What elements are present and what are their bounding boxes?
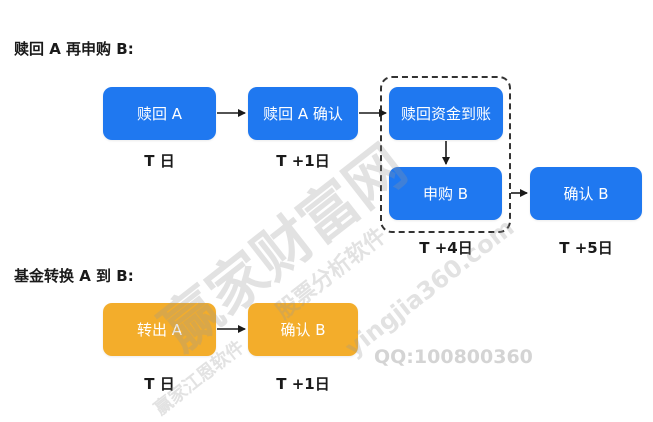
node-redeem-a: 赎回 A bbox=[103, 87, 216, 140]
label-t-plus-1: T +1日 bbox=[276, 152, 330, 170]
label-t-section2: T 日 bbox=[144, 375, 175, 393]
node-confirm-b: 确认 B bbox=[530, 167, 642, 220]
watermark-qq: QQ:100800360 bbox=[374, 346, 533, 368]
section1-heading: 赎回 A 再申购 B: bbox=[14, 40, 134, 58]
label-t-plus-1-section2: T +1日 bbox=[276, 375, 330, 393]
node-confirm-b-section2: 确认 B bbox=[248, 303, 358, 356]
label-t-plus-5: T +5日 bbox=[559, 239, 613, 257]
label-t-plus-4: T +4日 bbox=[419, 239, 473, 257]
node-subscribe-b: 申购 B bbox=[389, 167, 502, 220]
node-redeem-a-confirm: 赎回 A 确认 bbox=[248, 87, 358, 140]
node-transfer-out-a: 转出 A bbox=[103, 303, 216, 356]
section2-heading: 基金转换 A 到 B: bbox=[14, 267, 134, 285]
label-t: T 日 bbox=[144, 152, 175, 170]
t4-dashed-group bbox=[380, 76, 511, 233]
node-funds-arrive: 赎回资金到账 bbox=[389, 87, 503, 140]
